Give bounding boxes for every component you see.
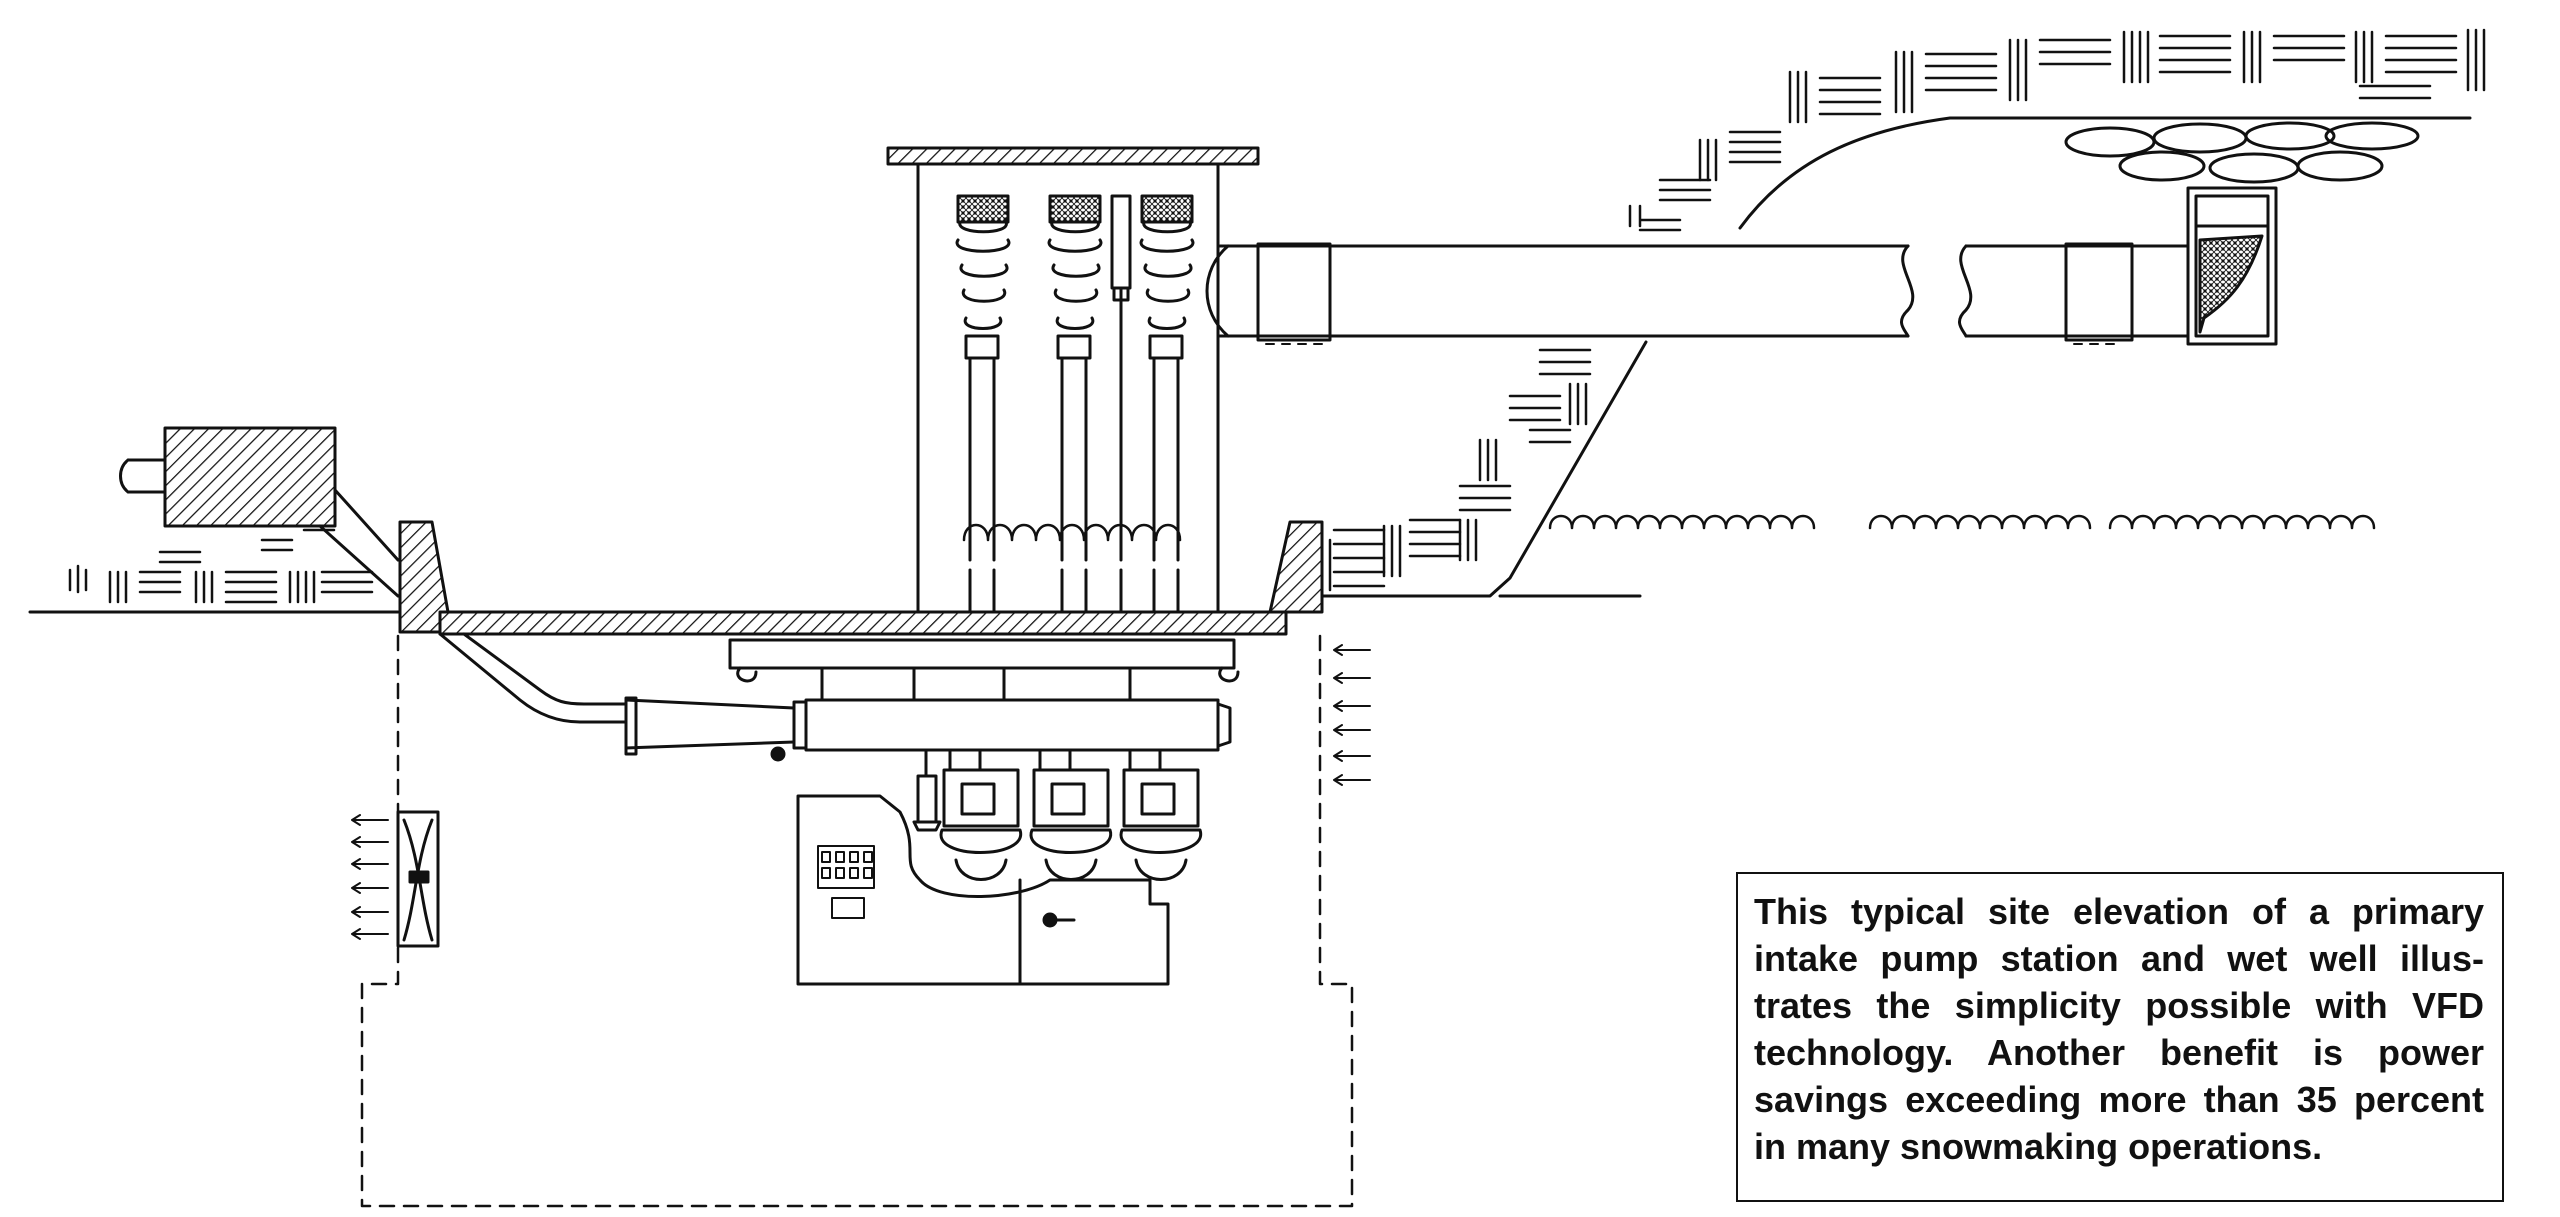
intake-screen-3 (1139, 194, 1195, 614)
fan-icon (396, 810, 440, 948)
pipe-coupling-1-bolts (1261, 339, 1327, 345)
discharge-header (792, 698, 1220, 752)
intake-screen-2 (1047, 194, 1103, 614)
manifold-risers (820, 666, 1132, 702)
pipe-coupling-2-bolts (2069, 339, 2129, 345)
left-hatched-box (163, 426, 337, 528)
upper-manifold (728, 638, 1236, 670)
manifold-end-caps (736, 666, 1240, 683)
left-inlet-pipe (119, 458, 167, 494)
left-connector-pipe (318, 488, 400, 598)
embankment-slope-upper (1738, 116, 2472, 230)
outlet-pipe-flange (624, 696, 638, 756)
fan-air-arrows (351, 814, 389, 940)
pond-water-surface (1548, 514, 2376, 530)
wet-well-walls (916, 162, 1220, 614)
drain-valve (770, 746, 786, 762)
pipe-entry-curve (1205, 244, 1230, 338)
wet-well-water-line (962, 523, 1182, 542)
pump-room-outline (360, 634, 1354, 1208)
intake-pipe-break-right (1958, 244, 1973, 338)
intake-air-arrows (1333, 644, 1371, 786)
intake-pipe-section-2 (1964, 244, 2190, 338)
caption-box: This typical site elevation of a primary… (1736, 872, 2504, 1202)
soil-texture-upper (1628, 28, 2486, 232)
level-sensor-rod (1110, 194, 1132, 614)
rocks (2064, 121, 2420, 184)
intake-screen-1 (955, 194, 1011, 614)
intake-screen-box-inner (2194, 194, 2270, 338)
pipe-coupling-1 (1256, 242, 1332, 342)
jockey-pump (912, 748, 942, 832)
pump-2 (1029, 748, 1112, 881)
right-wall-hatched (1268, 520, 1324, 614)
intake-screen-mesh (2198, 234, 2264, 334)
wet-well-cap-hatched (886, 146, 1260, 166)
pump-3 (1119, 748, 1202, 881)
pump-1 (939, 748, 1022, 881)
outlet-pipe (438, 632, 628, 724)
soil-texture-lower (1320, 348, 1592, 592)
top-slab-hatched (438, 610, 1288, 636)
discharge-header-flanges (1216, 702, 1232, 748)
intake-pipe-break-left (1900, 244, 1915, 338)
embankment-slope-lower (1320, 340, 1648, 598)
outlet-pipe-horizontal (624, 698, 796, 750)
pipe-coupling-2 (2064, 242, 2134, 342)
intake-screen-box (2186, 186, 2278, 346)
intake-pipe-section-1 (1218, 244, 1910, 338)
caption-text: This typical site elevation of a primary… (1754, 891, 2484, 1167)
control-panel-icon (796, 794, 1170, 986)
